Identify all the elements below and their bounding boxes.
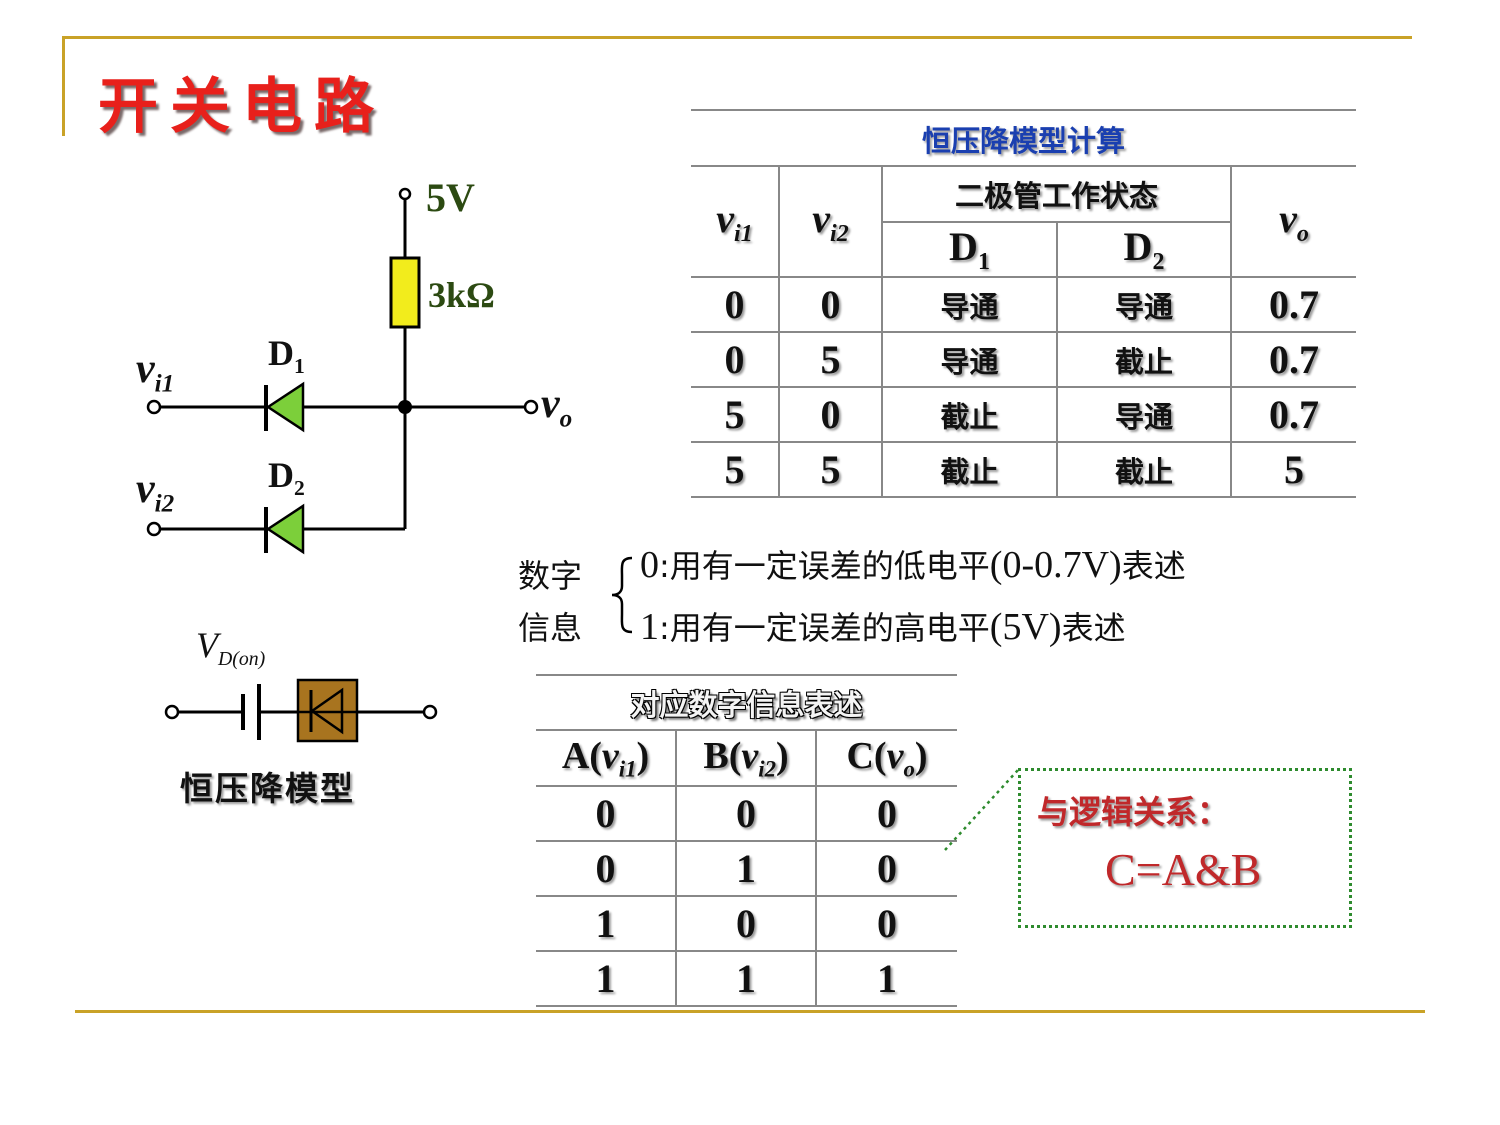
t1-cell: 截止 [1056, 441, 1232, 498]
table1-top-rule [691, 109, 1356, 111]
t1-head-vo: vo [1230, 165, 1356, 278]
resistor [389, 256, 421, 329]
vdon-label: VD(on) [196, 625, 266, 671]
t1-head-state: 二极管工作状态 [881, 165, 1232, 223]
vi2-label: vi2 [136, 466, 175, 518]
t1-cell: 5 [691, 387, 780, 443]
t2-head-b: B(vi2) [675, 729, 817, 787]
t1-cell: 导通 [881, 331, 1058, 388]
digital-line-0: 0:用有一定误差的低电平(0-0.7V)表述 [640, 544, 1186, 586]
t2-cell: 0 [675, 785, 817, 842]
vo-label: vo [541, 381, 573, 433]
bottom-rule [75, 1010, 1425, 1013]
table2: A(vi1) B(vi2) C(vo) 0 0 0 0 1 0 1 0 0 1 … [536, 729, 957, 1007]
table-row: 1 0 0 [536, 895, 957, 952]
model-caption: 恒压降模型 [180, 769, 355, 808]
left-rule [62, 36, 65, 136]
t2-cell: 0 [815, 896, 957, 952]
t1-head-d2: D2 [1056, 221, 1232, 278]
t1-cell: 导通 [881, 276, 1058, 333]
supply-terminal [398, 187, 412, 201]
t1-cell: 0.7 [1230, 277, 1356, 333]
d1-label: D1 [268, 333, 305, 379]
t1-head-d1: D1 [881, 221, 1058, 278]
digital-info-label: 数字 信息 [518, 550, 582, 654]
t2-cell: 1 [675, 840, 817, 897]
logic-box: 与逻辑关系： C=A&B [1018, 768, 1352, 928]
t2-cell: 0 [815, 841, 957, 897]
t2-cell: 0 [536, 786, 677, 842]
t1-cell: 0 [691, 277, 780, 333]
table-row: 0 5 导通 截止 0.7 [691, 331, 1356, 388]
t2-head-a: A(vi1) [536, 729, 677, 787]
digital-label-line1: 数字 [518, 557, 583, 595]
logic-box-title: 与逻辑关系： [1037, 793, 1230, 831]
d2-label: D2 [268, 455, 305, 501]
table-row: 1 1 1 [536, 950, 957, 1007]
t1-cell: 5 [778, 441, 883, 498]
t2-head-c: C(vo) [815, 729, 957, 787]
t1-cell: 5 [778, 331, 883, 388]
model-terminal-left [164, 704, 180, 720]
t2-cell: 1 [815, 951, 957, 1007]
table-row: 5 5 截止 截止 5 [691, 441, 1356, 498]
t1-cell: 0.7 [1230, 332, 1356, 388]
t1-cell: 截止 [1056, 331, 1232, 388]
switch-circuit-diagram [146, 187, 539, 555]
brace-icon [611, 556, 633, 634]
vi1-terminal [146, 399, 162, 415]
t1-cell: 5 [1230, 442, 1356, 498]
junction-dot [398, 400, 412, 414]
vi2-terminal [146, 521, 162, 537]
table-row: 0 1 0 [536, 840, 957, 897]
table1: vi1 vi2 二极管工作状态 vo D1 D2 0 0 导通 导通 0.7 0… [691, 165, 1356, 498]
table-row: 5 0 截止 导通 0.7 [691, 386, 1356, 443]
t1-cell: 5 [691, 442, 780, 498]
t2-cell: 0 [675, 895, 817, 952]
t1-cell: 0 [778, 276, 883, 333]
t2-cell: 1 [675, 950, 817, 1007]
diode-d2 [265, 503, 305, 555]
table2-top-rule [536, 674, 957, 676]
digital-label-line2: 信息 [518, 609, 583, 647]
model-diode-box [296, 678, 359, 743]
t1-cell: 截止 [881, 441, 1058, 498]
t2-cell: 1 [536, 951, 677, 1007]
resistor-label: 3kΩ [428, 275, 495, 315]
t1-head-vi2: vi2 [778, 165, 883, 278]
model-symbol [164, 678, 438, 743]
t1-cell: 0 [691, 332, 780, 388]
t2-cell: 0 [815, 786, 957, 842]
t1-cell: 0 [778, 386, 883, 443]
t2-cell: 1 [536, 896, 677, 952]
vi1-label: vi1 [136, 346, 175, 398]
t2-cell: 0 [536, 841, 677, 897]
logic-box-formula: C=A&B [1105, 844, 1262, 895]
model-terminal-right [422, 704, 438, 720]
table-row: 0 0 导通 导通 0.7 [691, 276, 1356, 333]
table2-caption: 对应数字信息表述 [630, 688, 863, 722]
digital-line-1: 1:用有一定误差的高电平(5V)表述 [640, 606, 1126, 648]
supply-label: 5V [426, 175, 475, 220]
t1-head-vi1: vi1 [691, 165, 780, 278]
model-diode [309, 687, 344, 735]
table-row: 0 0 0 [536, 785, 957, 842]
page-title: 开关电路 [98, 72, 386, 142]
t1-cell: 导通 [1056, 276, 1232, 333]
t1-cell: 截止 [881, 386, 1058, 443]
t1-cell: 导通 [1056, 386, 1232, 443]
diode-d1 [265, 381, 305, 433]
table1-caption: 恒压降模型计算 [921, 124, 1125, 158]
t1-cell: 0.7 [1230, 387, 1356, 443]
vo-terminal [523, 399, 539, 415]
top-rule [62, 36, 1412, 39]
